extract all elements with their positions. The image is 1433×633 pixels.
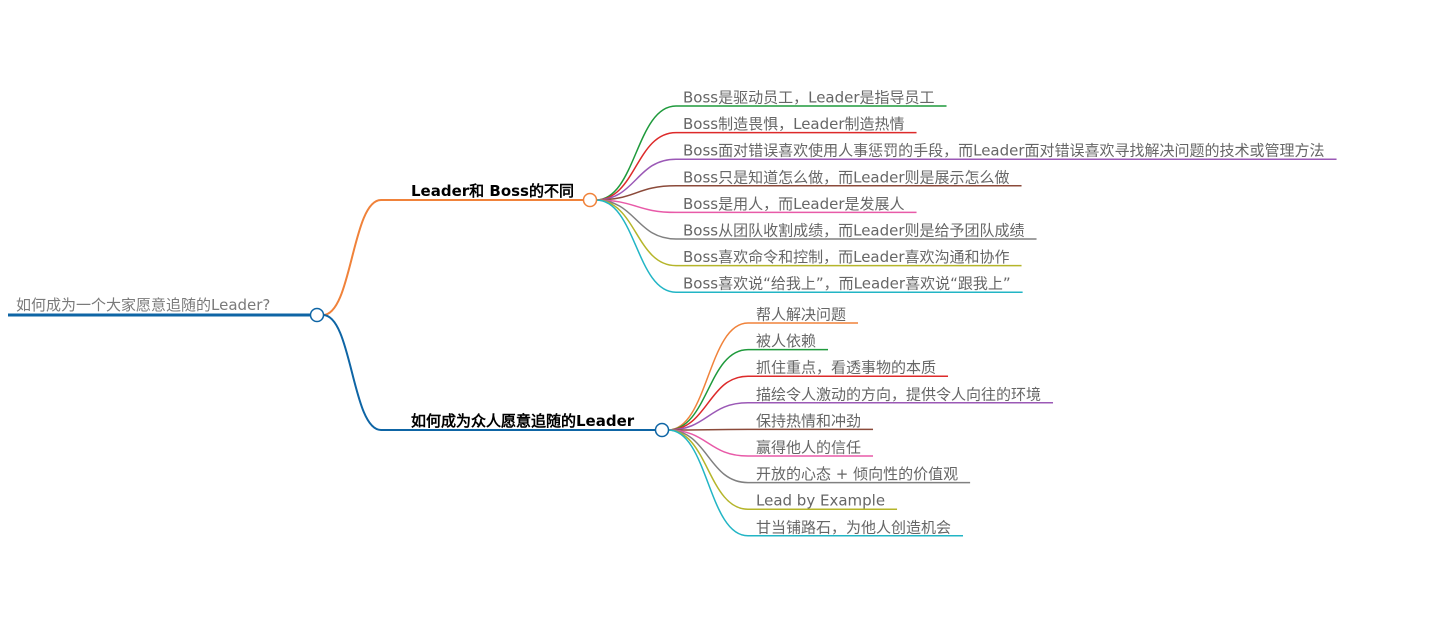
branch-topic[interactable]: Leader和 Boss的不同 [411, 182, 574, 200]
leaf-topic[interactable]: Boss喜欢说“给我上”，而Leader喜欢说“跟我上” [683, 275, 1011, 293]
branch-to-leaf-connector [667, 322, 749, 431]
mind-map-nodes: 如何成为一个大家愿意追随的Leader? Leader和 Boss的不同 Boss是… [16, 89, 1325, 537]
branch-to-leaf-connector [595, 131, 677, 201]
root-collapse-toggle[interactable] [309, 307, 325, 323]
leaf-topic[interactable]: Boss只是知道怎么做，而Leader则是展示怎么做 [683, 168, 1010, 186]
branch-to-leaf-connector [667, 429, 749, 510]
branch-to-leaf-connector [667, 348, 749, 431]
leaf-topic[interactable]: 被人依赖 [756, 332, 816, 350]
branch-to-leaf-connector [667, 428, 749, 431]
branch-to-leaf-connector [595, 158, 677, 201]
branch-collapse-toggle[interactable] [582, 192, 598, 208]
branch-to-leaf-connector [667, 429, 749, 537]
leaf-topic[interactable]: 描绘令人激动的方向，提供令人向往的环境 [756, 385, 1041, 403]
branch-topic[interactable]: 如何成为众人愿意追随的Leader [411, 412, 635, 430]
leaf-topic[interactable]: Boss从团队收割成绩，而Leader则是给予团队成绩 [683, 222, 1025, 240]
branch-to-leaf-connector [667, 375, 749, 431]
leaf-topic[interactable]: Boss是驱动员工，Leader是指导员工 [683, 89, 935, 107]
leaf-topic[interactable]: 抓住重点，看透事物的本质 [756, 359, 936, 377]
branch-to-leaf-connector [595, 185, 677, 201]
leaf-topic[interactable]: Boss制造畏惧，Leader制造热情 [683, 115, 905, 133]
leaf-topic[interactable]: 甘当铺路石，为他人创造机会 [756, 518, 951, 536]
leaf-topic[interactable]: Boss喜欢命令和控制，而Leader喜欢沟通和协作 [683, 248, 1010, 266]
leaf-topic[interactable]: Lead by Example [756, 492, 885, 510]
leaf-topic[interactable]: 帮人解决问题 [756, 306, 846, 324]
root-to-branch-connector [322, 199, 382, 316]
branch-to-leaf-connector [667, 429, 749, 484]
branch-to-leaf-connector [595, 105, 677, 201]
branch-collapse-toggle[interactable] [654, 422, 670, 438]
leaf-topic[interactable]: Boss是用人，而Leader是发展人 [683, 195, 905, 213]
leaf-topic[interactable]: 开放的心态 + 倾向性的价值观 [756, 465, 958, 483]
root-topic[interactable]: 如何成为一个大家愿意追随的Leader? [16, 296, 270, 314]
leaf-topic[interactable]: 保持热情和冲劲 [756, 412, 861, 430]
leaf-topic[interactable]: Boss面对错误喜欢使用人事惩罚的手段，而Leader面对错误喜欢寻找解决问题的… [683, 142, 1325, 160]
root-to-branch-connector [322, 314, 382, 431]
branch-to-leaf-connector [667, 402, 749, 431]
connector-lines [8, 105, 1337, 537]
leaf-topic[interactable]: 赢得他人的信任 [756, 439, 861, 457]
branch-to-leaf-connector [595, 199, 677, 214]
branch-to-leaf-connector [595, 199, 677, 293]
branch-to-leaf-connector [595, 199, 677, 267]
